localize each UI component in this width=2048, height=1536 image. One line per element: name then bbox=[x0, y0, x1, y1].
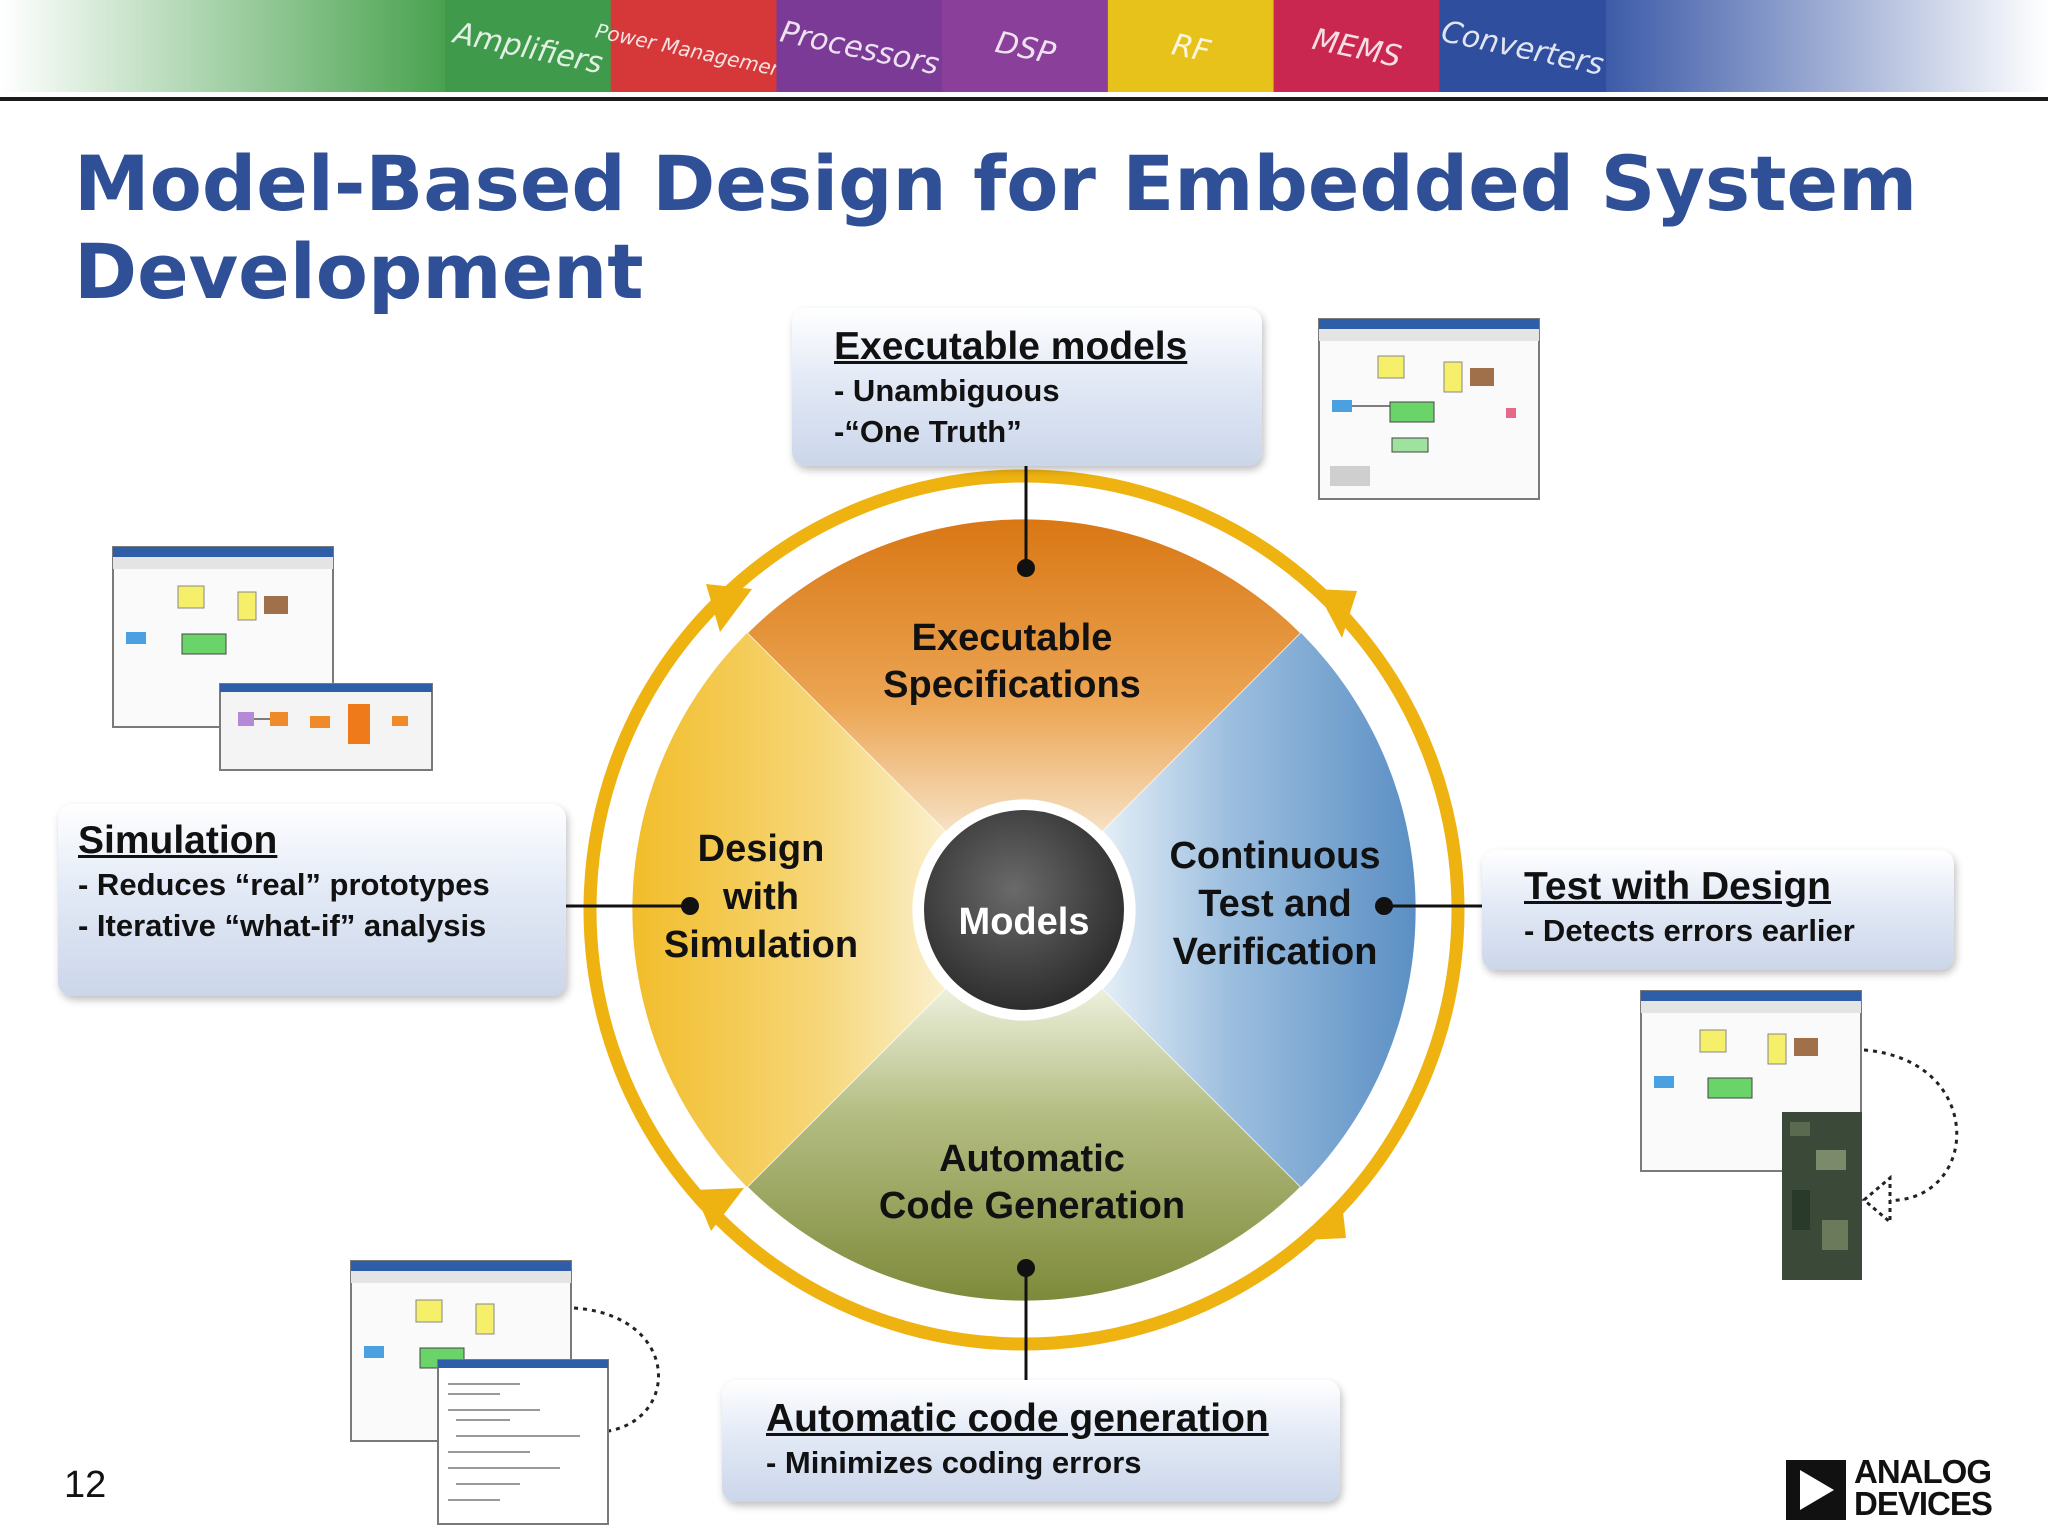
quadrant-right-label-3: Verification bbox=[1173, 931, 1378, 973]
connector-executable-models bbox=[1017, 466, 1035, 577]
ring-arrow-top-right bbox=[1316, 589, 1357, 638]
callout-simulation-heading: Simulation bbox=[78, 819, 278, 862]
dotted-arrow-right bbox=[1863, 1048, 1959, 1202]
connector-code-generation bbox=[1017, 1259, 1035, 1380]
banner-segment bbox=[1439, 0, 1606, 92]
quadrant-top-label-2: Specifications bbox=[883, 664, 1141, 706]
analog-devices-logo: ANALOG DEVICES bbox=[1786, 1452, 1993, 1524]
models-label: Models bbox=[959, 901, 1090, 943]
ring-arrow-top-left bbox=[706, 584, 752, 632]
quadrant-automatic-code-generation bbox=[748, 989, 1300, 1301]
quadrant-left-label-3: Simulation bbox=[664, 924, 858, 966]
model-screenshot-left-pair bbox=[112, 546, 433, 771]
model-screenshot-top-right bbox=[1318, 318, 1540, 500]
callout-test-with-design-line-1: - Detects errors earlier bbox=[1524, 913, 1855, 948]
dotted-arrow-bottom-left bbox=[573, 1306, 660, 1434]
callout-executable-models-line-2: -“One Truth” bbox=[834, 414, 1022, 449]
callout-code-generation: Automatic code generation - Minimizes co… bbox=[722, 1380, 1340, 1502]
banner-segment bbox=[1107, 0, 1275, 92]
callout-test-with-design: Test with Design - Detects errors earlie… bbox=[1482, 850, 1954, 970]
ring-arrow-bottom-left bbox=[694, 1188, 744, 1231]
dotted-arrowhead-right bbox=[1861, 1174, 1892, 1226]
model-screenshot-bottom-left-code bbox=[350, 1260, 609, 1525]
callout-executable-models-line-1: - Unambiguous bbox=[834, 373, 1060, 408]
callout-code-generation-line-1: - Minimizes coding errors bbox=[766, 1445, 1142, 1480]
callout-executable-models-heading: Executable models bbox=[834, 325, 1188, 368]
callout-test-with-design-heading: Test with Design bbox=[1524, 865, 1831, 908]
quadrant-left-label-2: with bbox=[722, 876, 799, 918]
quadrant-continuous-test-verification bbox=[1103, 633, 1416, 1187]
banner-segment bbox=[610, 0, 778, 92]
banner-segment bbox=[942, 0, 1109, 92]
cycle-ring bbox=[583, 469, 1465, 1351]
analog-devices-wordmark: ANALOG DEVICES bbox=[1854, 1453, 1993, 1522]
connector-simulation bbox=[566, 897, 699, 915]
callout-code-generation-heading: Automatic code generation bbox=[766, 1397, 1269, 1440]
model-screenshot-right-hardware bbox=[1640, 990, 1862, 1280]
logo-line-1: ANALOG bbox=[1854, 1453, 1992, 1490]
quadrant-executable-specifications bbox=[748, 519, 1300, 831]
banner-segment bbox=[1273, 0, 1441, 92]
analog-devices-logo-icon bbox=[1786, 1460, 1846, 1520]
ring-arrow-bottom-right bbox=[1306, 1203, 1346, 1240]
page-title: Model-Based Design for Embedded System D… bbox=[74, 139, 1918, 316]
callout-simulation-line-1: - Reduces “real” prototypes bbox=[78, 867, 490, 902]
banner-divider bbox=[0, 97, 2048, 101]
connector-test-with-design bbox=[1375, 897, 1482, 915]
page-number: 12 bbox=[64, 1464, 107, 1506]
quadrant-right-label-1: Continuous bbox=[1169, 835, 1380, 877]
quadrant-design-with-simulation bbox=[632, 633, 945, 1187]
quadrant-bottom-label-2: Code Generation bbox=[879, 1185, 1185, 1227]
quadrant-left-label-1: Design bbox=[698, 828, 825, 870]
callout-executable-models: Executable models - Unambiguous -“One Tr… bbox=[792, 308, 1262, 466]
logo-line-2: DEVICES bbox=[1854, 1485, 1993, 1522]
banner-segment bbox=[776, 0, 944, 92]
banner-segment bbox=[445, 0, 612, 92]
models-hub bbox=[916, 802, 1132, 1018]
quadrant-top-label-1: Executable bbox=[912, 617, 1113, 659]
banner-segment-label: RF bbox=[1169, 27, 1214, 69]
callout-simulation-line-2: - Iterative “what-if” analysis bbox=[78, 908, 487, 943]
callout-simulation: Simulation - Reduces “real” prototypes -… bbox=[58, 804, 566, 996]
quadrant-right-label-2: Test and bbox=[1198, 883, 1351, 925]
quadrant-bottom-label-1: Automatic bbox=[939, 1138, 1125, 1180]
